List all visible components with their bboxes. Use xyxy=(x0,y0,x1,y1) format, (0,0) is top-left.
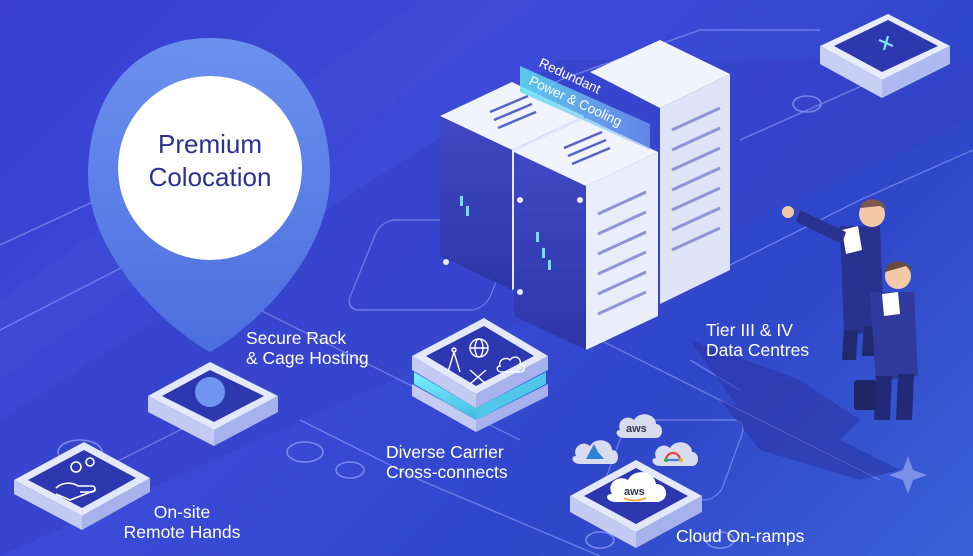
label-carrier: Diverse Carrier Cross-connects xyxy=(386,442,508,482)
cloud-icon xyxy=(496,356,526,373)
label-tier-line1: Tier III & IV xyxy=(706,320,793,340)
aws-main-text: aws xyxy=(624,486,645,498)
azure-logo-icon xyxy=(572,440,618,464)
aws-small-cloud: aws xyxy=(616,414,662,438)
pin-title: Premium Colocation xyxy=(121,128,299,194)
label-tier-data-centres: Tier III & IV Data Centres xyxy=(706,320,809,360)
pin-title-line1: Premium xyxy=(157,129,262,159)
label-hands-line2: Remote Hands xyxy=(123,522,241,542)
tile-secure-rack xyxy=(148,362,278,446)
hand-gears-icon xyxy=(55,457,97,501)
label-carrier-line1: Diverse Carrier xyxy=(386,442,504,462)
cross-icon xyxy=(878,35,894,51)
label-remote-hands: On-site Remote Hands xyxy=(112,502,252,542)
label-hands-line1: On-site xyxy=(153,502,211,522)
location-pin-icon xyxy=(88,38,330,352)
tower-antenna-icon xyxy=(447,347,461,373)
aws-small-text: aws xyxy=(626,423,647,435)
aws-logo-icon: aws xyxy=(607,472,667,502)
network-arrows-icon xyxy=(469,369,487,385)
label-secure-line1: Secure Rack xyxy=(246,328,347,348)
label-cloud-text: Cloud On-ramps xyxy=(676,526,805,546)
label-carrier-line2: Cross-connects xyxy=(386,462,508,482)
pin-title-line2: Colocation xyxy=(148,162,272,192)
label-tier-line2: Data Centres xyxy=(706,340,810,360)
gcp-logo-icon xyxy=(652,442,698,466)
businessman-standing xyxy=(854,261,918,420)
redundant-band xyxy=(520,66,650,150)
circuit-nodes xyxy=(57,95,822,549)
sparkle-icon xyxy=(889,456,927,494)
server-racks: Redundant Power & Cooling xyxy=(440,40,730,350)
label-secure-line2: & Cage Hosting xyxy=(246,348,369,368)
globe-icon xyxy=(469,338,489,358)
tile-remote-hands xyxy=(14,442,150,530)
label-cloud-on-ramps: Cloud On-ramps xyxy=(676,526,804,546)
people-shadow xyxy=(690,340,900,480)
label-secure-rack: Secure Rack & Cage Hosting xyxy=(246,328,369,368)
carrier-icons xyxy=(447,338,526,385)
